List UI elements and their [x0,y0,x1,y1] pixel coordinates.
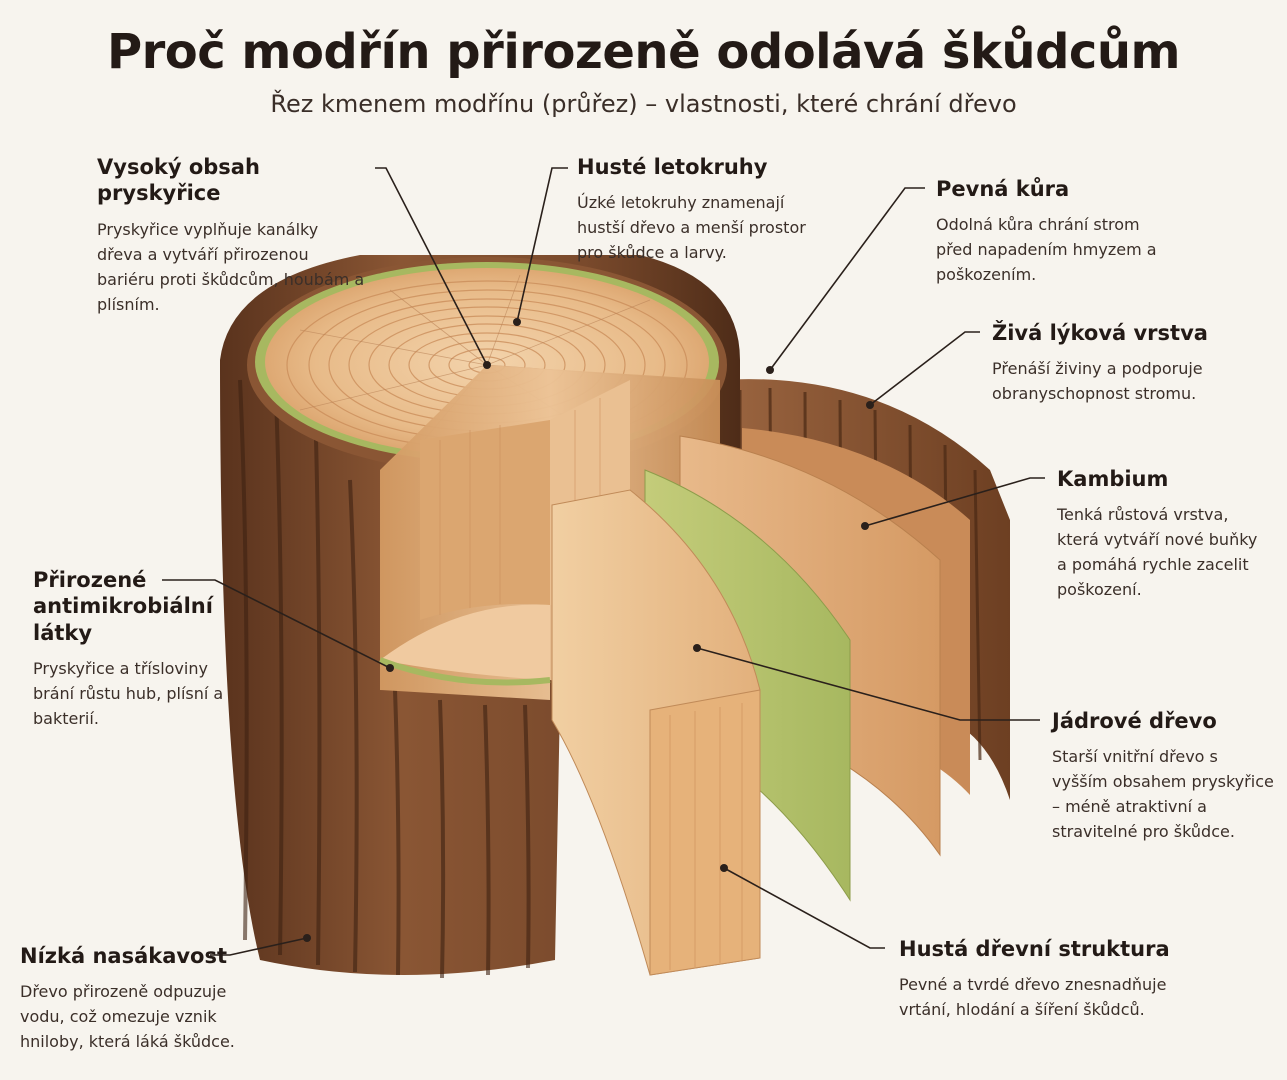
callout-text: Úzké letokruhy znamenají hustší dřevo a … [577,193,806,263]
leader-lines [162,167,1045,956]
callout-growth-rings: Husté letokruhy Úzké letokruhy znamenají… [577,154,827,265]
heartwood-plank [551,489,761,976]
callout-bark: Pevná kůra Odolná kůra chrání strom před… [936,176,1166,287]
leader-dots [303,318,874,942]
callout-antimicrobial: Přirozené antimikrobiální látky Pryskyři… [33,567,233,731]
page-subtitle: Řez kmenem modřínu (průřez) – vlastnosti… [270,90,1017,118]
callout-heading: Vysoký obsah pryskyřice [97,155,260,206]
callout-heading: Husté letokruhy [577,155,768,179]
callout-heading: Nízká nasákavost [20,944,228,968]
callout-resin: Vysoký obsah pryskyřice Pryskyřice vyplň… [97,154,367,317]
callout-heartwood: Jádrové dřevo Starší vnitřní dřevo s vyš… [1052,708,1277,844]
callout-phloem: Živá lýková vrstva Přenáší živiny a podp… [992,320,1242,406]
callout-text: Přenáší živiny a podporuje obranyschopno… [992,359,1203,404]
callout-text: Odolná kůra chrání strom před napadením … [936,215,1157,285]
callout-text: Dřevo přirozeně odpuzuje vodu, což omezu… [20,982,235,1052]
callout-heading: Jádrové dřevo [1052,709,1217,733]
callout-heading: Pevná kůra [936,177,1070,201]
callout-text: Tenká růstová vrstva, která vytváří nové… [1057,505,1258,600]
callout-text: Pryskyřice vyplňuje kanálky dřeva a vytv… [97,219,365,314]
callout-heading: Hustá dřevní struktura [899,937,1170,961]
callout-low-absorption: Nízká nasákavost Dřevo přirozeně odpuzuj… [20,943,260,1054]
callout-heading: Kambium [1057,467,1169,491]
callout-cambium: Kambium Tenká růstová vrstva, která vytv… [1057,466,1272,602]
callout-text: Pryskyřice a třísloviny brání růstu hub,… [33,658,224,728]
page-title: Proč modřín přirozeně odolává škůdcům [106,24,1181,80]
callout-text: Starší vnitřní dřevo s vyšším obsahem pr… [1052,747,1274,842]
callout-text: Pevné a tvrdé dřevo znesnadňuje vrtání, … [899,975,1167,1020]
callout-heading: Živá lýková vrstva [992,321,1208,345]
callout-dense-structure: Hustá dřevní struktura Pevné a tvrdé dře… [899,936,1199,1022]
callout-heading: Přirozené antimikrobiální látky [33,568,213,645]
